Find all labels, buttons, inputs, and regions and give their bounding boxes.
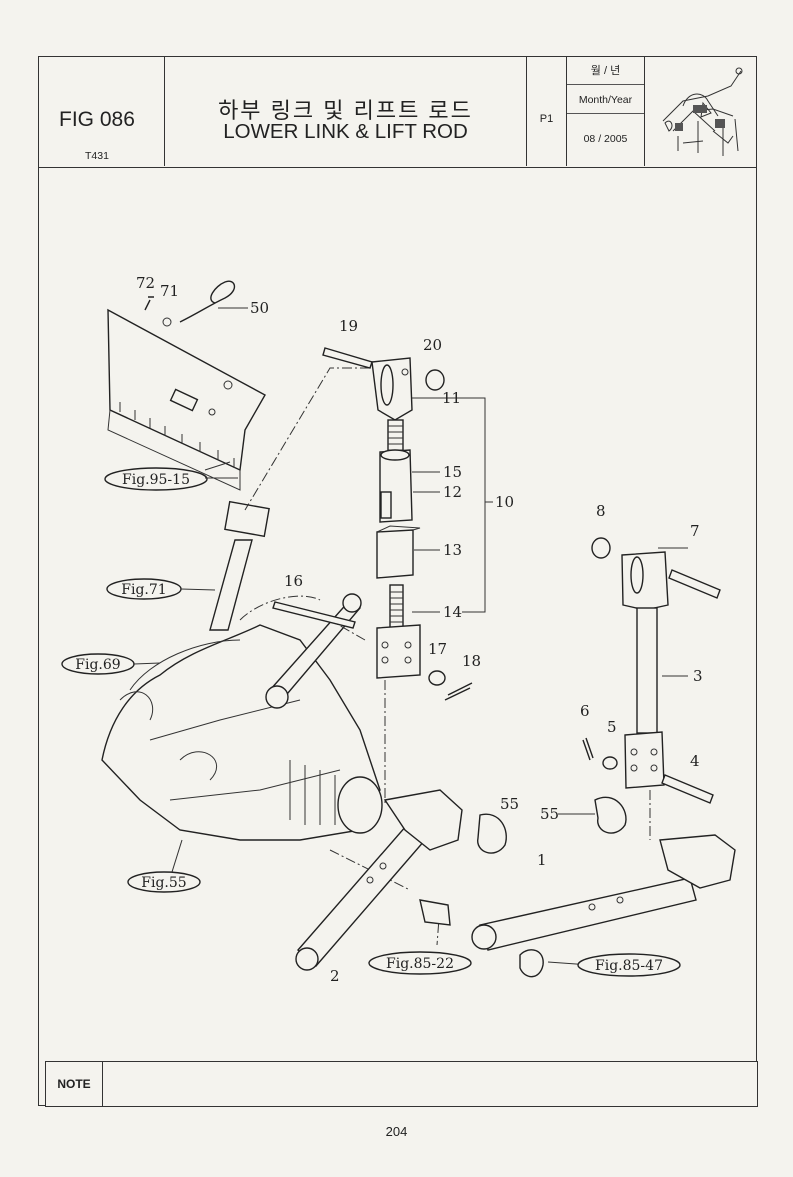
part-label-20: 20 [423,336,442,354]
part-label-14: 14 [443,603,462,621]
page-frame: FIG 086 T431 하부 링크 및 리프트 로드 LOWER LINK &… [38,56,757,1106]
part-label-19: 19 [339,317,358,335]
fig-ref-71-label: Fig.71 [121,582,166,598]
page-code: P1 [539,113,554,125]
fig-ref-85-22[interactable]: Fig.85-22 [368,951,472,975]
title-cell: 하부 링크 및 리프트 로드 LOWER LINK & LIFT ROD [165,57,527,166]
fig-ref-95-15[interactable]: Fig.95-15 [104,467,208,491]
part-label-8: 8 [596,502,606,520]
page-number: 204 [385,1124,408,1139]
note-label: NOTE [46,1062,103,1106]
fig-ref-69[interactable]: Fig.69 [61,653,135,675]
part-label-71: 71 [160,282,179,300]
fig-ref-95-15-label: Fig.95-15 [122,472,190,488]
part-label-15: 15 [443,463,462,481]
part-label-13: 13 [443,541,462,559]
bracket-drawbar [107,280,266,491]
fig-number: FIG 086 [59,108,135,131]
model-code: T431 [85,150,109,162]
fig-ref-69-label: Fig.69 [75,657,120,673]
date-cell: 월 / 년 Month/Year 08 / 2005 [567,57,645,166]
lower-link-right [471,796,736,978]
part-label-50: 50 [250,299,269,317]
page-code-cell: P1 [527,57,567,166]
fig-ref-55[interactable]: Fig.55 [127,871,201,893]
fig-ref-85-47[interactable]: Fig.85-47 [577,953,681,977]
lift-rod-assembly [272,347,473,701]
title-english: LOWER LINK & LIFT ROD [223,120,468,143]
part-label-17: 17 [428,640,447,658]
tractor-thumbnail-image [662,67,743,156]
part-label-11: 11 [442,389,461,407]
part-label-3: 3 [693,667,703,685]
part-label-1: 1 [537,851,547,869]
note-box: NOTE [45,1061,758,1107]
title-korean: 하부 링크 및 리프트 로드 [218,98,473,123]
part-label-16: 16 [284,572,303,590]
part-label-5: 5 [607,718,617,736]
part-label-7: 7 [690,522,700,540]
right-lift-rod [582,537,721,804]
header-block: FIG 086 T431 하부 링크 및 리프트 로드 LOWER LINK &… [39,57,756,168]
fig-ref-85-22-label: Fig.85-22 [386,956,454,972]
fig-ref-55-label: Fig.55 [141,875,186,891]
date-label-korean: 월 / 년 [567,57,644,85]
part-label-18: 18 [462,652,481,670]
lower-link-left [295,789,507,971]
thumbnail-cell [645,57,755,166]
fig-ref-71[interactable]: Fig.71 [106,578,182,600]
note-value [103,1062,757,1106]
part-label-6: 6 [580,702,590,720]
date-label-english: Month/Year [567,85,644,114]
fig-cell: FIG 086 T431 [39,57,165,166]
part-label-10: 10 [495,493,514,511]
part-label-4: 4 [690,752,700,770]
part-label-12: 12 [443,483,462,501]
date-value: 08 / 2005 [583,133,628,145]
part-label-2: 2 [330,967,340,985]
part-label-55-right: 55 [540,805,559,823]
fig-ref-85-47-label: Fig.85-47 [595,958,663,974]
part-label-55-left: 55 [500,795,519,813]
leader-lines [218,307,688,966]
part-label-72: 72 [136,274,155,292]
lift-arm [209,500,362,709]
